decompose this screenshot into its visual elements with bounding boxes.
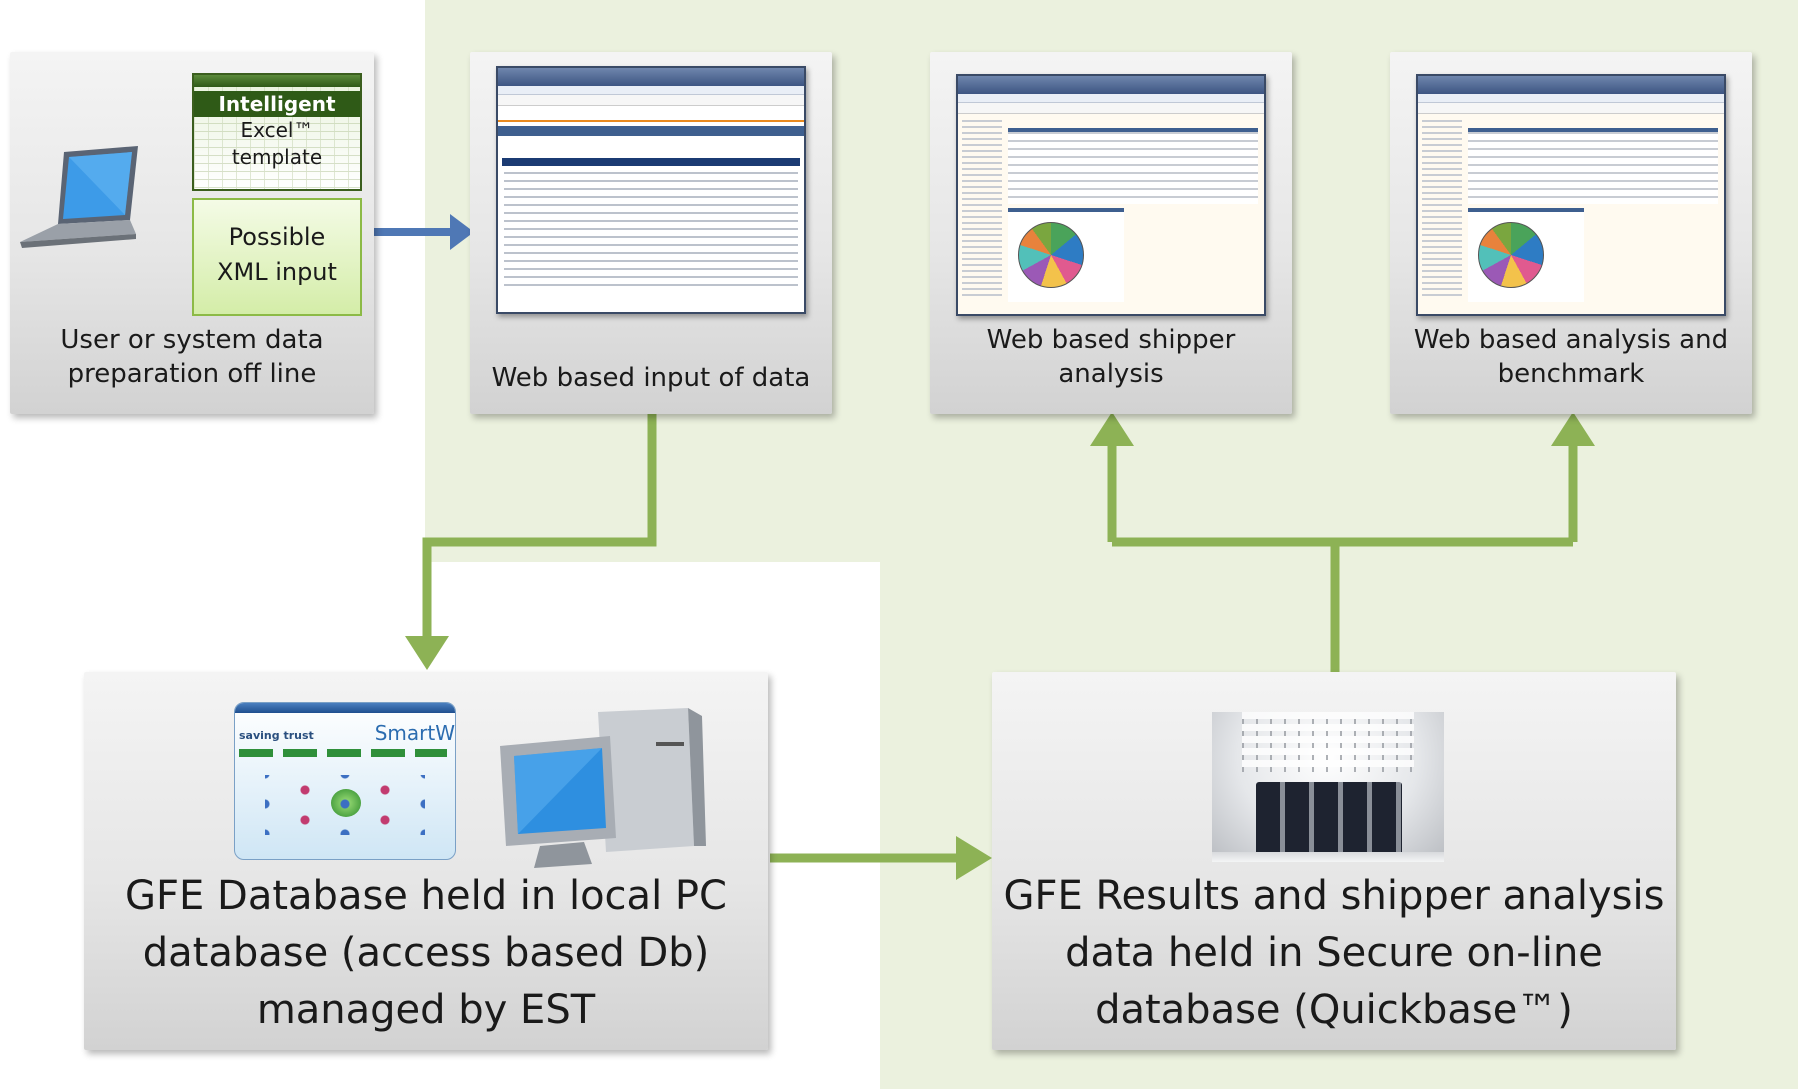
benchmark-label: Web based analysis and benchmark: [1413, 325, 1729, 389]
server-rack-row: [1256, 782, 1402, 852]
excel-template-thumbnail: Intelligent Excel™ template: [192, 73, 362, 191]
pie-chart-icon: [1478, 222, 1544, 288]
app-top-bar: [235, 703, 455, 713]
pie-chart-panel: [1008, 208, 1124, 302]
web-input-label: Web based input of data: [491, 363, 811, 393]
browser-menubar: [958, 94, 1264, 103]
shipper-analysis-screenshot: [956, 74, 1266, 316]
green-arrow-online-to-analyses: [1107, 440, 1578, 672]
blue-arrowhead-web-input: [450, 214, 474, 250]
web-input-screenshot: [496, 66, 806, 314]
pie-chart-icon: [1018, 222, 1084, 288]
benchmark-screenshot: [1416, 74, 1726, 316]
sidebar-list: [962, 120, 1002, 300]
local-database-label: GFE Database held in local PC database (…: [125, 873, 727, 1033]
green-arrowhead-online-db: [956, 836, 992, 880]
shipper-analysis-box: Web based shipper analysis: [930, 52, 1292, 414]
page-nav-strip: [498, 126, 804, 136]
green-arrowhead-shipper: [1090, 412, 1134, 446]
results-table: [1008, 128, 1258, 204]
app-tab-row: [239, 749, 447, 757]
online-database-box: GFE Results and shipper analysis data he…: [992, 672, 1676, 1050]
local-database-box: saving trust SmartW GFE Database held in…: [84, 672, 768, 1050]
benchmark-box: Web based analysis and benchmark: [1390, 52, 1752, 414]
desktop-pc-icon: [500, 708, 706, 868]
green-arrowhead-local-db: [405, 636, 449, 670]
green-arrowhead-benchmark: [1551, 412, 1595, 446]
form-table-lines: [504, 172, 798, 292]
ceiling-lights: [1242, 712, 1414, 772]
browser-toolbar: [498, 95, 804, 106]
app-org-name: saving trust: [239, 729, 314, 742]
sidebar-list: [1422, 120, 1462, 300]
server-room-image: [1212, 712, 1444, 862]
floor-reflection: [1212, 852, 1444, 862]
browser-toolbar: [958, 103, 1264, 114]
excel-ribbon: [194, 75, 360, 87]
browser-titlebar: [1418, 76, 1724, 94]
page-header-strip: [498, 106, 804, 122]
browser-menubar: [498, 86, 804, 95]
results-table: [1468, 128, 1718, 204]
form-blue-bar: [502, 158, 800, 166]
shipper-analysis-label: Web based shipper analysis: [986, 325, 1236, 389]
browser-titlebar: [498, 68, 804, 86]
pie-chart-panel: [1468, 208, 1584, 302]
browser-toolbar: [1418, 103, 1724, 114]
online-database-label: GFE Results and shipper analysis data he…: [1003, 873, 1665, 1033]
xml-input-label: Possible XML input: [217, 223, 337, 286]
offline-stage-label: User or system data preparation off line: [60, 325, 324, 389]
app-brand-name: SmartW: [374, 721, 455, 745]
template-label: Intelligent Excel™ template: [194, 91, 360, 170]
app-node-icons: [265, 775, 425, 835]
green-arrow-input-to-local-db: [422, 410, 657, 642]
xml-input-box: Possible XML input: [192, 198, 362, 316]
web-input-box: Web based input of data: [470, 52, 832, 414]
browser-menubar: [1418, 94, 1724, 103]
laptop-icon: [20, 146, 138, 248]
smartway-app-screenshot: saving trust SmartW: [234, 702, 456, 860]
browser-titlebar: [958, 76, 1264, 94]
